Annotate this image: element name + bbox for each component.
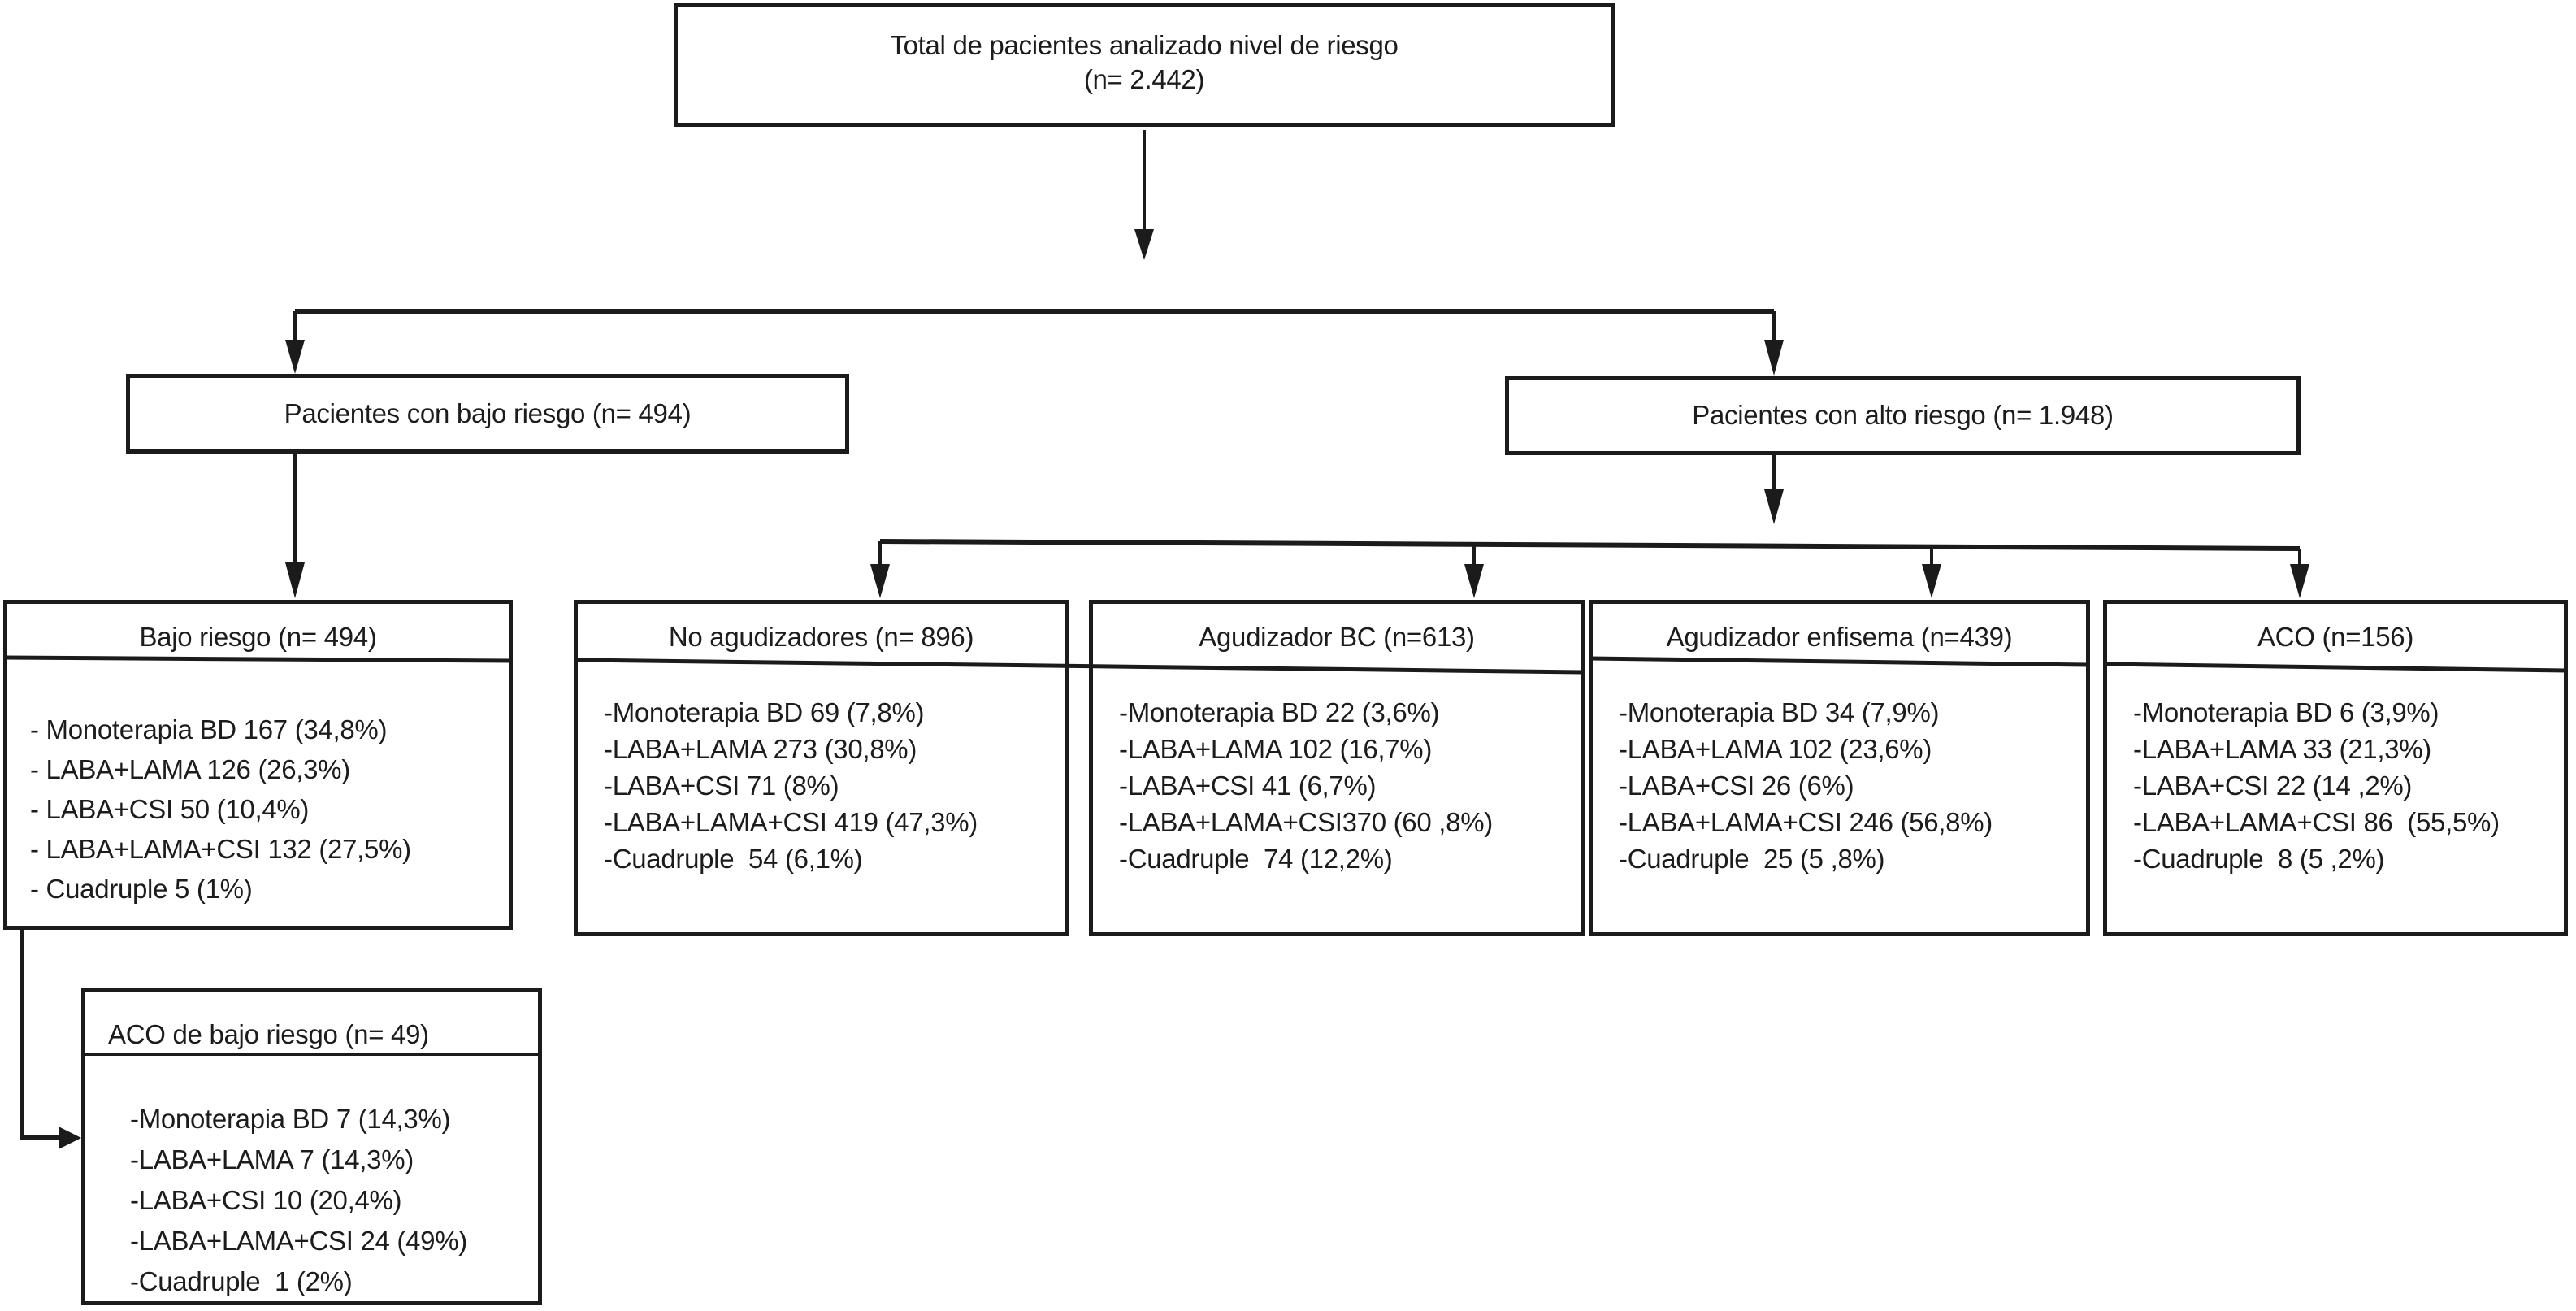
treatment-item: - LABA+LAMA+CSI 132 (27,5%) [30, 834, 411, 864]
treatment-item: -Monoterapia BD 34 (7,9%) [1619, 697, 1940, 727]
box-agudizador-enfisema-header: Agudizador enfisema (n=439) [1666, 622, 2013, 652]
treatment-item: -LABA+LAMA+CSI 419 (47,3%) [604, 807, 978, 837]
treatment-item: -LABA+LAMA+CSI 24 (49%) [130, 1226, 467, 1256]
box-agudizador-bc: Agudizador BC (n=613) -Monoterapia BD 22… [1089, 600, 1585, 936]
box-agudizador-bc-items: -Monoterapia BD 22 (3,6%) -LABA+LAMA 102… [1093, 697, 1577, 875]
box-aco-bajo-riesgo-items: -Monoterapia BD 7 (14,3%) -LABA+LAMA 7 (… [85, 1103, 535, 1298]
arrow-bajo-riesgo-to-aco-bajo [20, 929, 81, 1149]
box-agudizador-enfisema: Agudizador enfisema (n=439) -Monoterapia… [1589, 600, 2090, 936]
box-bajo-riesgo: Bajo riesgo (n= 494) - Monoterapia BD 16… [3, 600, 513, 930]
treatment-item: -Cuadruple 1 (2%) [130, 1266, 353, 1296]
treatment-item: - Monoterapia BD 167 (34,8%) [30, 714, 388, 744]
treatment-item: -LABA+CSI 22 (14 ,2%) [2133, 771, 2413, 801]
arrow-total-to-split [1134, 130, 1154, 260]
box-total-pacientes-text: Total de pacientes analizado nivel de ri… [678, 28, 1611, 97]
box-aco-bajo-riesgo: ACO de bajo riesgo (n= 49) -Monoterapia … [81, 988, 542, 1305]
treatment-item: -Cuadruple 54 (6,1%) [604, 844, 863, 874]
box-bajo-riesgo-header: Bajo riesgo (n= 494) [139, 622, 377, 652]
box-no-agudizadores-header: No agudizadores (n= 896) [668, 622, 974, 652]
box-bajo-riesgo-items: - Monoterapia BD 167 (34,8%) - LABA+LAMA… [7, 714, 505, 905]
treatment-item: -LABA+LAMA+CSI 246 (56,8%) [1619, 807, 1993, 837]
treatment-item: -Cuadruple 8 (5 ,2%) [2133, 844, 2385, 874]
box-aco-bajo-riesgo-header: ACO de bajo riesgo (n= 49) [108, 1019, 429, 1049]
treatment-item: - Cuadruple 5 (1%) [30, 874, 253, 904]
treatment-item: -Monoterapia BD 7 (14,3%) [130, 1104, 451, 1134]
treatment-item: -Monoterapia BD 22 (3,6%) [1119, 697, 1440, 727]
box-agudizador-enfisema-items: -Monoterapia BD 34 (7,9%) -LABA+LAMA 102… [1593, 697, 2083, 875]
split-line-high-risk-groups [870, 539, 2309, 598]
box-agudizador-bc-header: Agudizador BC (n=613) [1199, 622, 1475, 652]
box-no-agudizadores: No agudizadores (n= 896) -Monoterapia BD… [574, 600, 1069, 936]
box-aco: ACO (n=156) -Monoterapia BD 6 (3,9%) -LA… [2103, 600, 2568, 936]
treatment-item: -LABA+LAMA 102 (23,6%) [1619, 734, 1932, 764]
split-line-risk-levels [285, 309, 1784, 376]
treatment-item: -LABA+LAMA 273 (30,8%) [604, 734, 917, 764]
treatment-item: -LABA+LAMA+CSI370 (60 ,8%) [1119, 807, 1493, 837]
arrow-high-risk-to-split [1764, 455, 1784, 524]
treatment-item: -LABA+CSI 10 (20,4%) [130, 1185, 402, 1215]
total-line2: (n= 2.442) [1083, 64, 1205, 94]
treatment-item: - LABA+CSI 50 (10,4%) [30, 794, 310, 824]
box-pacientes-bajo-riesgo: Pacientes con bajo riesgo (n= 494) [126, 374, 849, 454]
box-aco-header: ACO (n=156) [2257, 622, 2414, 652]
treatment-item: -LABA+CSI 26 (6%) [1619, 771, 1854, 801]
treatment-item: -Monoterapia BD 69 (7,8%) [604, 697, 925, 727]
box-no-agudizadores-items: -Monoterapia BD 69 (7,8%) -LABA+LAMA 273… [578, 697, 1061, 875]
treatment-item: -LABA+LAMA 7 (14,3%) [130, 1144, 414, 1174]
treatment-item: -LABA+LAMA 33 (21,3%) [2133, 734, 2431, 764]
arrow-low-risk-to-bajo-riesgo [285, 454, 305, 598]
treatment-item: -LABA+CSI 71 (8%) [604, 771, 839, 801]
treatment-item: -LABA+CSI 41 (6,7%) [1119, 771, 1377, 801]
treatment-item: -Cuadruple 74 (12,2%) [1119, 844, 1393, 874]
treatment-item: -LABA+LAMA+CSI 86 (55,5%) [2133, 807, 2500, 837]
treatment-item: - LABA+LAMA 126 (26,3%) [30, 754, 350, 784]
pacientes-bajo-riesgo-label: Pacientes con bajo riesgo (n= 494) [284, 398, 692, 428]
box-pacientes-alto-riesgo: Pacientes con alto riesgo (n= 1.948) [1505, 376, 2301, 455]
treatment-item: -Monoterapia BD 6 (3,9%) [2133, 697, 2439, 727]
total-line1: Total de pacientes analizado nivel de ri… [890, 30, 1399, 60]
box-aco-items: -Monoterapia BD 6 (3,9%) -LABA+LAMA 33 (… [2107, 697, 2561, 875]
pacientes-alto-riesgo-label: Pacientes con alto riesgo (n= 1.948) [1692, 400, 2114, 430]
treatment-item: -LABA+LAMA 102 (16,7%) [1119, 734, 1433, 764]
treatment-item: -Cuadruple 25 (5 ,8%) [1619, 844, 1885, 874]
box-total-pacientes: Total de pacientes analizado nivel de ri… [674, 3, 1615, 127]
